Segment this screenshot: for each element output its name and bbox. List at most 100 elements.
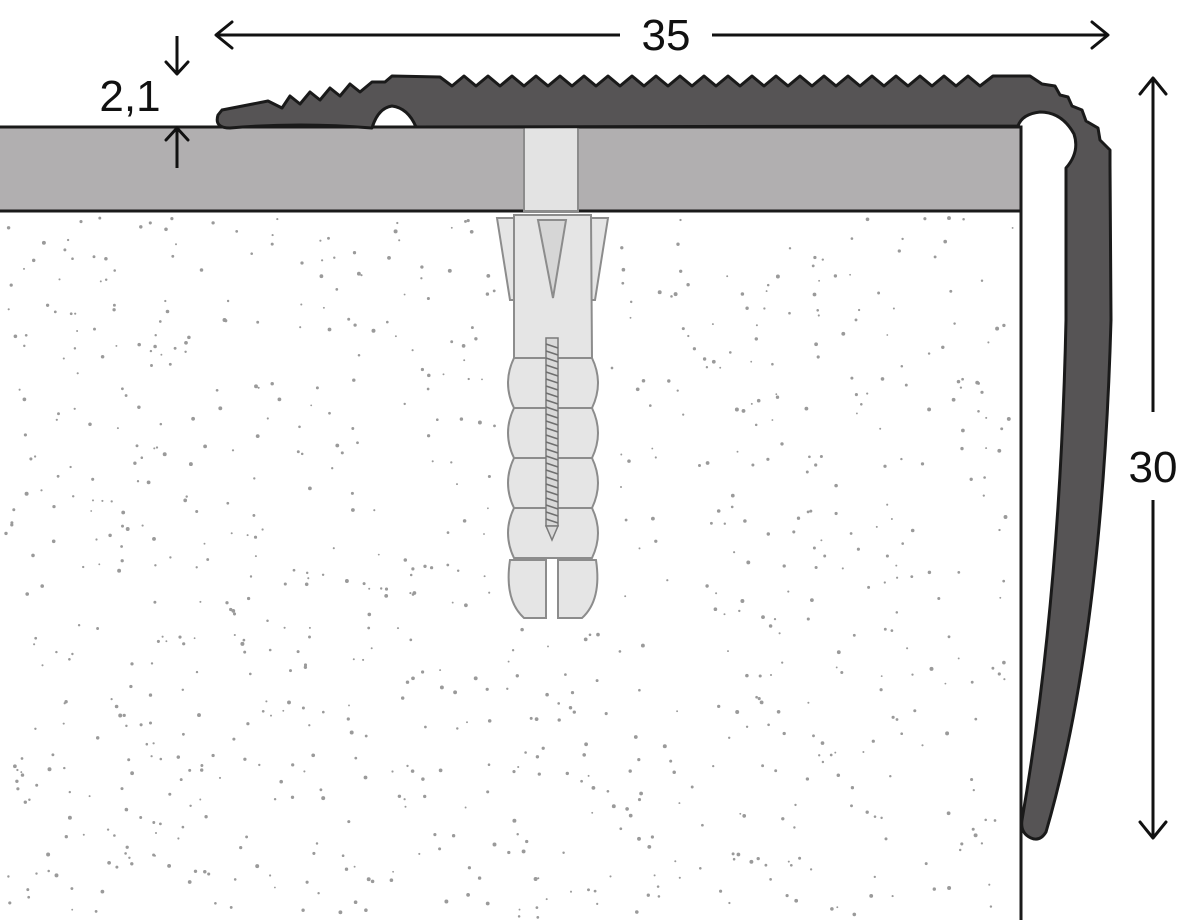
speckle-dot: [393, 229, 398, 234]
speckle-dot: [517, 765, 520, 769]
speckle-dot: [895, 718, 899, 721]
speckle-dot: [248, 672, 252, 676]
speckle-dot: [830, 907, 834, 911]
speckle-dot: [139, 225, 143, 229]
speckle-dot: [25, 592, 30, 596]
speckle-dot: [193, 637, 196, 640]
speckle-dot: [535, 906, 539, 909]
speckle-dot: [880, 816, 883, 820]
speckle-dot: [364, 734, 368, 738]
speckle-dot: [756, 398, 761, 403]
speckle-dot: [386, 320, 389, 324]
speckle-dot: [973, 833, 978, 838]
screw-thread: [545, 350, 559, 356]
speckle-dot: [411, 349, 414, 352]
speckle-dot: [253, 477, 256, 480]
speckle-dot: [669, 759, 673, 763]
speckle-dot: [947, 635, 951, 639]
speckle-dot: [541, 746, 545, 750]
speckle-dot: [331, 467, 334, 470]
speckle-dot: [24, 491, 29, 496]
speckle-dot: [624, 518, 628, 522]
speckle-dot: [292, 568, 296, 572]
speckle-dot: [424, 725, 427, 729]
speckle-dot: [168, 792, 172, 796]
speckle-dot: [852, 633, 856, 637]
speckle-dot: [764, 863, 768, 867]
speckle-dot: [805, 470, 809, 474]
speckle-dot: [766, 532, 771, 536]
speckle-dot: [647, 844, 652, 849]
speckle-dot: [71, 652, 74, 656]
speckle-dot: [927, 570, 932, 575]
speckle-dot: [524, 751, 527, 754]
speckle-dot: [679, 269, 683, 273]
speckle-dot: [813, 255, 817, 260]
speckle-dot: [692, 347, 697, 351]
speckle-dot: [120, 559, 124, 563]
speckle-dot: [82, 565, 85, 569]
speckle-dot: [640, 643, 645, 648]
speckle-dot: [367, 626, 371, 630]
speckle-dot: [116, 427, 119, 430]
speckle-dot: [117, 568, 122, 573]
speckle-dot: [464, 806, 467, 809]
speckle-dot: [189, 804, 192, 808]
speckle-dot: [727, 650, 729, 653]
speckle-dot: [568, 705, 573, 710]
speckle-dot: [988, 883, 991, 886]
speckle-dot: [46, 852, 51, 857]
speckle-dot: [76, 330, 79, 332]
speckle-dot: [910, 528, 915, 533]
speckle-dot: [148, 221, 152, 225]
speckle-dot: [754, 337, 758, 341]
speckle-dot: [98, 216, 102, 220]
speckle-dot: [159, 822, 162, 826]
width-dimension-label: 35: [642, 11, 691, 60]
speckle-dot: [137, 405, 141, 409]
speckle-dot: [794, 803, 797, 807]
screw-thread: [545, 455, 559, 461]
speckle-dot: [296, 450, 300, 454]
speckle-dot: [485, 292, 490, 296]
speckle-dot: [54, 873, 59, 878]
speckle-dot: [835, 666, 838, 669]
speckle-dot: [817, 314, 820, 317]
speckle-dot: [951, 397, 956, 402]
speckle-dot: [927, 352, 931, 355]
speckle-dot: [232, 612, 237, 616]
speckle-dot: [168, 362, 172, 366]
speckle-dot: [296, 650, 300, 654]
speckle-dot: [518, 908, 521, 911]
speckle-dot: [473, 676, 478, 681]
speckle-dot: [199, 798, 202, 801]
speckle-dot: [754, 423, 758, 427]
speckle-dot: [391, 770, 394, 773]
speckle-dot: [362, 582, 366, 586]
speckle-dot: [920, 462, 925, 466]
speckle-dot: [347, 820, 351, 824]
speckle-dot: [121, 524, 124, 528]
screw-thread: [545, 441, 559, 447]
speckle-dot: [820, 539, 823, 542]
speckle-dot: [910, 575, 914, 579]
speckle-dot: [93, 327, 96, 331]
speckle-dot: [150, 662, 154, 665]
speckle-dot: [654, 456, 657, 459]
speckle-dot: [45, 303, 50, 307]
screw-thread: [545, 413, 559, 419]
speckle-dot: [621, 281, 625, 285]
speckle-dot: [167, 863, 172, 868]
speckle-dot: [347, 317, 351, 321]
speckle-dot: [812, 292, 817, 297]
speckle-dot: [638, 688, 641, 692]
speckle-dot: [767, 723, 770, 727]
speckle-dot: [462, 519, 467, 523]
speckle-dot: [461, 344, 466, 348]
speckle-dot: [150, 364, 153, 367]
speckle-dot: [666, 579, 669, 582]
speckle-dot: [283, 626, 286, 629]
speckle-dot: [929, 666, 934, 671]
speckle-dot: [629, 300, 633, 304]
speckle-dot: [651, 447, 654, 450]
